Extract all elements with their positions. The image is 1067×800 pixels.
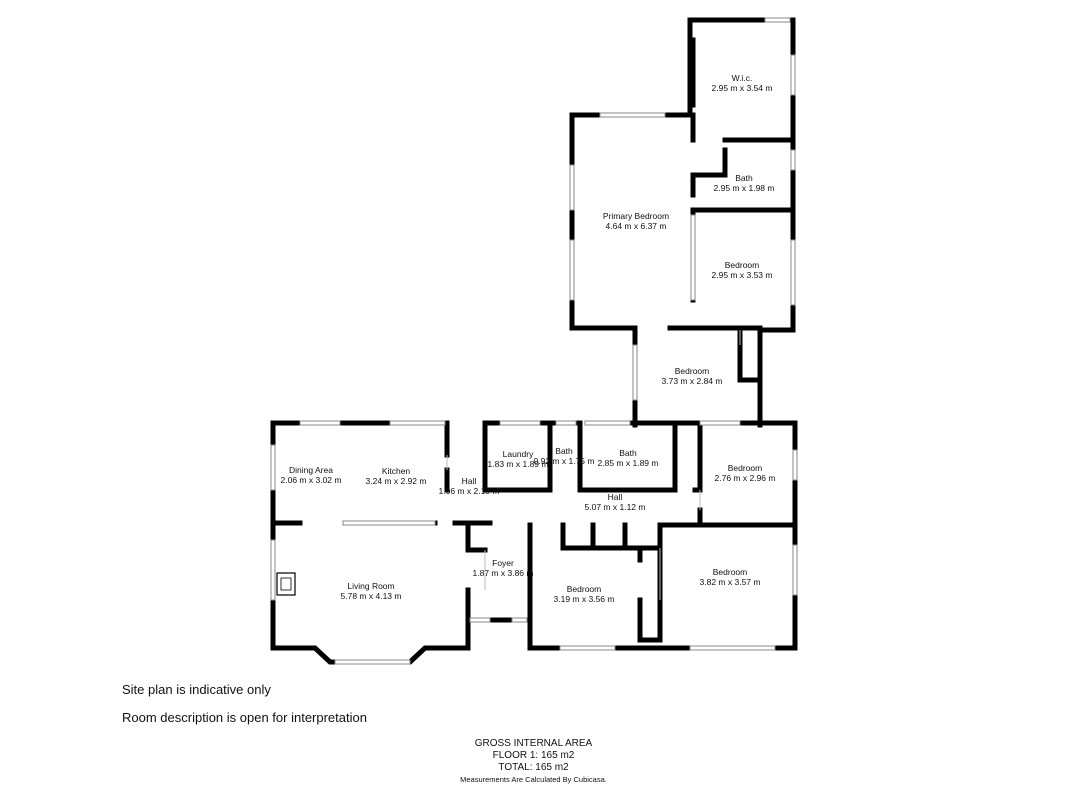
room-dims: 1.06 m x 2.18 m xyxy=(439,486,500,496)
room-name: Dining Area xyxy=(289,465,333,475)
area-credit: Measurements Are Calculated By Cubicasa. xyxy=(460,775,607,784)
area-heading: GROSS INTERNAL AREA xyxy=(474,738,593,749)
doors xyxy=(446,330,741,600)
room-name: Bedroom xyxy=(713,567,748,577)
area-floor: FLOOR 1: 165 m2 xyxy=(492,750,575,761)
room-name: Foyer xyxy=(492,558,514,568)
room-name: Bedroom xyxy=(728,463,763,473)
room-dims: 3.24 m x 2.92 m xyxy=(366,476,427,486)
room-name: Bath xyxy=(555,446,573,456)
room-labels: W.i.c. 2.95 m x 3.54 m Bath 2.95 m x 1.9… xyxy=(281,73,776,604)
room-dims: 2.06 m x 3.02 m xyxy=(281,475,342,485)
gross-area-block: GROSS INTERNAL AREA FLOOR 1: 165 m2 TOTA… xyxy=(0,738,1067,786)
room-name: Hall xyxy=(462,476,477,486)
room-dims: 0.92 m x 1.75 m xyxy=(534,456,595,466)
walls xyxy=(270,17,798,665)
room-dims: 5.78 m x 4.13 m xyxy=(341,591,402,601)
room-dims: 5.07 m x 1.12 m xyxy=(585,502,646,512)
room-dims: 3.82 m x 3.57 m xyxy=(700,577,761,587)
site-plan-note: Site plan is indicative only xyxy=(122,682,271,697)
fireplace-icon xyxy=(276,572,296,596)
room-name: Hall xyxy=(608,492,623,502)
room-dims: 4.64 m x 6.37 m xyxy=(606,221,667,231)
room-dims: 2.76 m x 2.96 m xyxy=(715,473,776,483)
windows xyxy=(270,17,798,665)
room-name: Bath xyxy=(619,448,637,458)
room-dims: 1.87 m x 3.86 m xyxy=(473,568,534,578)
room-name: Bedroom xyxy=(725,260,760,270)
room-name: Bedroom xyxy=(675,366,710,376)
room-name: Primary Bedroom xyxy=(603,211,669,221)
room-dims: 2.95 m x 3.54 m xyxy=(712,83,773,93)
room-description-note: Room description is open for interpretat… xyxy=(122,710,367,725)
area-total: TOTAL: 165 m2 xyxy=(498,762,569,773)
room-name: Living Room xyxy=(347,581,394,591)
room-name: Laundry xyxy=(503,449,534,459)
room-dims: 2.95 m x 1.98 m xyxy=(714,183,775,193)
room-name: Bath xyxy=(735,173,753,183)
room-dims: 3.73 m x 2.84 m xyxy=(662,376,723,386)
floor-plan: W.i.c. 2.95 m x 3.54 m Bath 2.95 m x 1.9… xyxy=(270,17,798,665)
room-name: Bedroom xyxy=(567,584,602,594)
room-dims: 2.95 m x 3.53 m xyxy=(712,270,773,280)
room-dims: 3.19 m x 3.56 m xyxy=(554,594,615,604)
room-dims: 2.85 m x 1.89 m xyxy=(598,458,659,468)
room-name: Kitchen xyxy=(382,466,411,476)
room-dims: 1.83 m x 1.89 m xyxy=(488,459,549,469)
room-name: W.i.c. xyxy=(732,73,753,83)
